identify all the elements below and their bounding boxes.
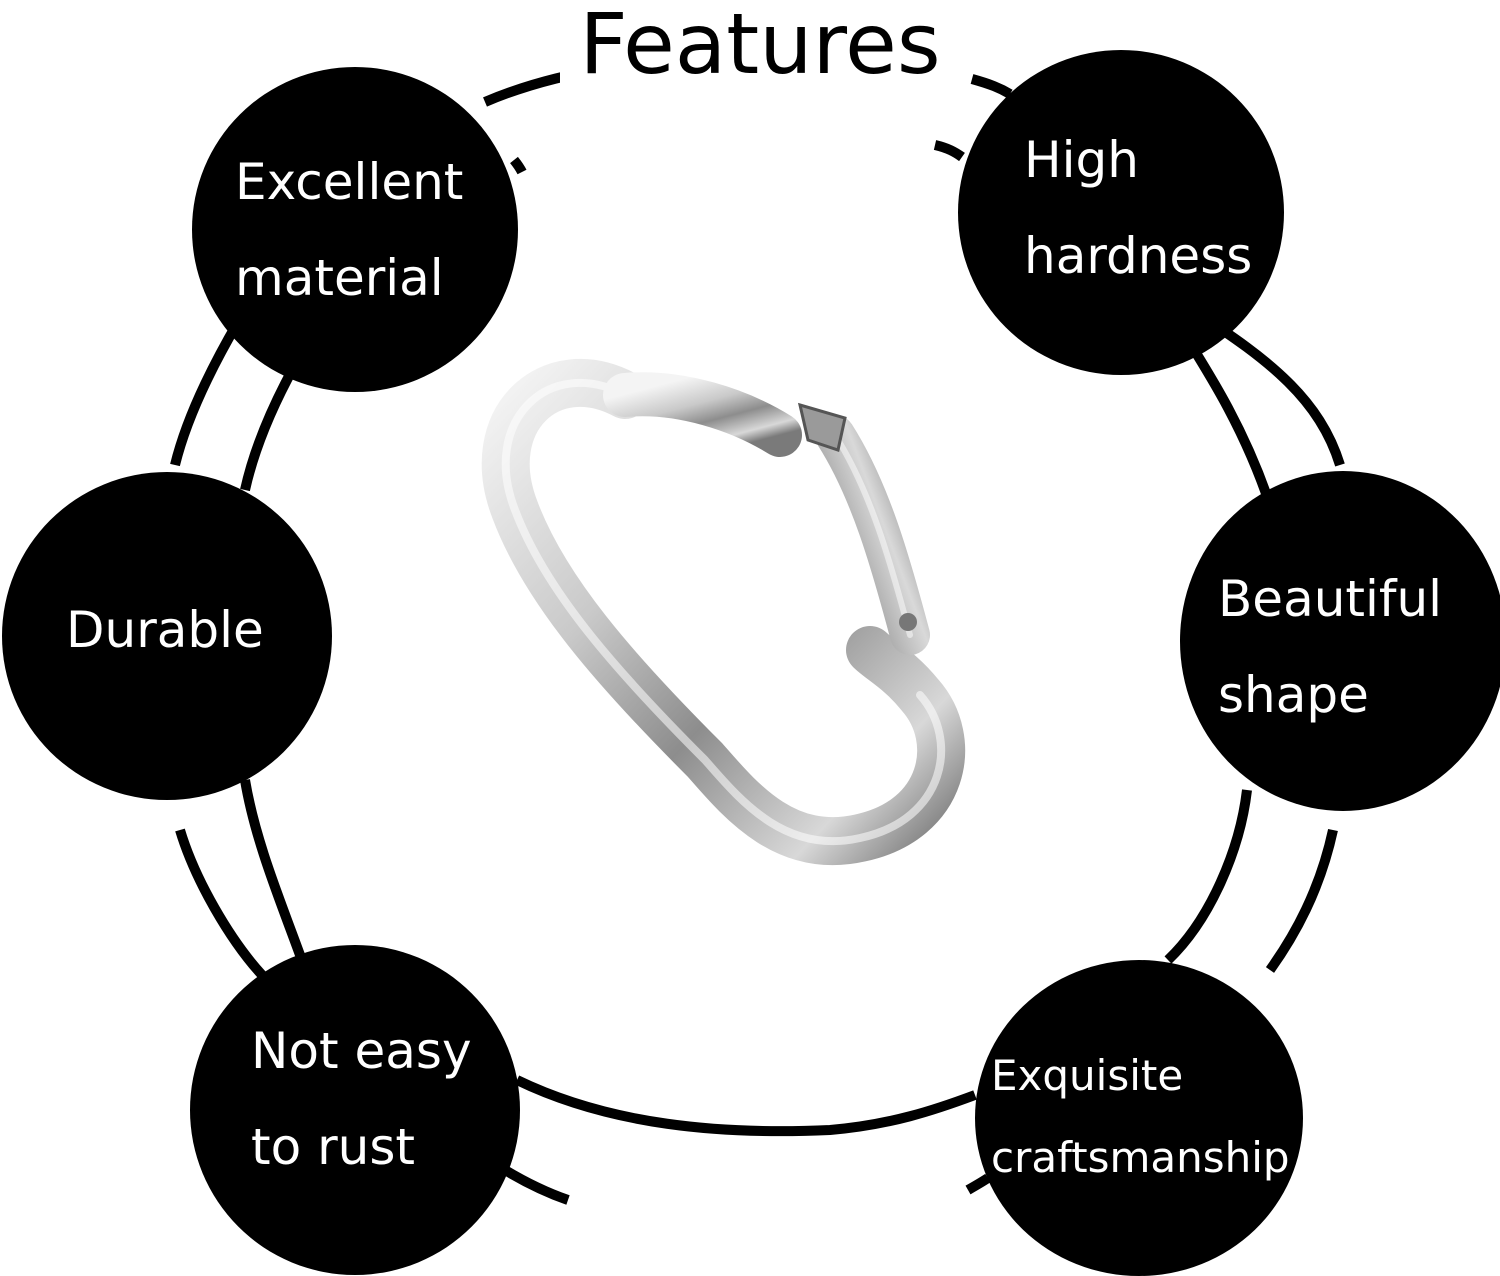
carabiner-snap-hook-icon bbox=[481, 359, 966, 866]
feature-label-line1: Exquisite bbox=[991, 1051, 1184, 1100]
feature-label-line1: High bbox=[1024, 131, 1139, 189]
feature-bubble-exquisite-craftsmanship: Exquisite craftsmanship bbox=[975, 960, 1303, 1276]
feature-bubble-durable: Durable bbox=[2, 472, 332, 800]
feature-label-line2: material bbox=[235, 249, 444, 307]
feature-label-line1: Durable bbox=[66, 601, 264, 659]
feature-label-line2: hardness bbox=[1024, 227, 1253, 285]
features-title: Features bbox=[560, 0, 960, 94]
feature-label-line1: Beautiful bbox=[1218, 570, 1443, 628]
feature-bubble-beautiful-shape: Beautiful shape bbox=[1180, 471, 1500, 811]
feature-bubble-excellent-material: Excellent material bbox=[192, 67, 518, 392]
feature-label-line2: shape bbox=[1218, 666, 1369, 724]
feature-label-line1: Excellent bbox=[235, 153, 464, 211]
feature-label-line1: Not easy bbox=[251, 1022, 472, 1080]
feature-bubble-high-hardness: High hardness bbox=[958, 50, 1284, 375]
feature-bubble-not-easy-to-rust: Not easy to rust bbox=[190, 945, 520, 1275]
feature-label-line2: craftsmanship bbox=[991, 1133, 1290, 1182]
feature-label-line2: to rust bbox=[251, 1118, 415, 1176]
